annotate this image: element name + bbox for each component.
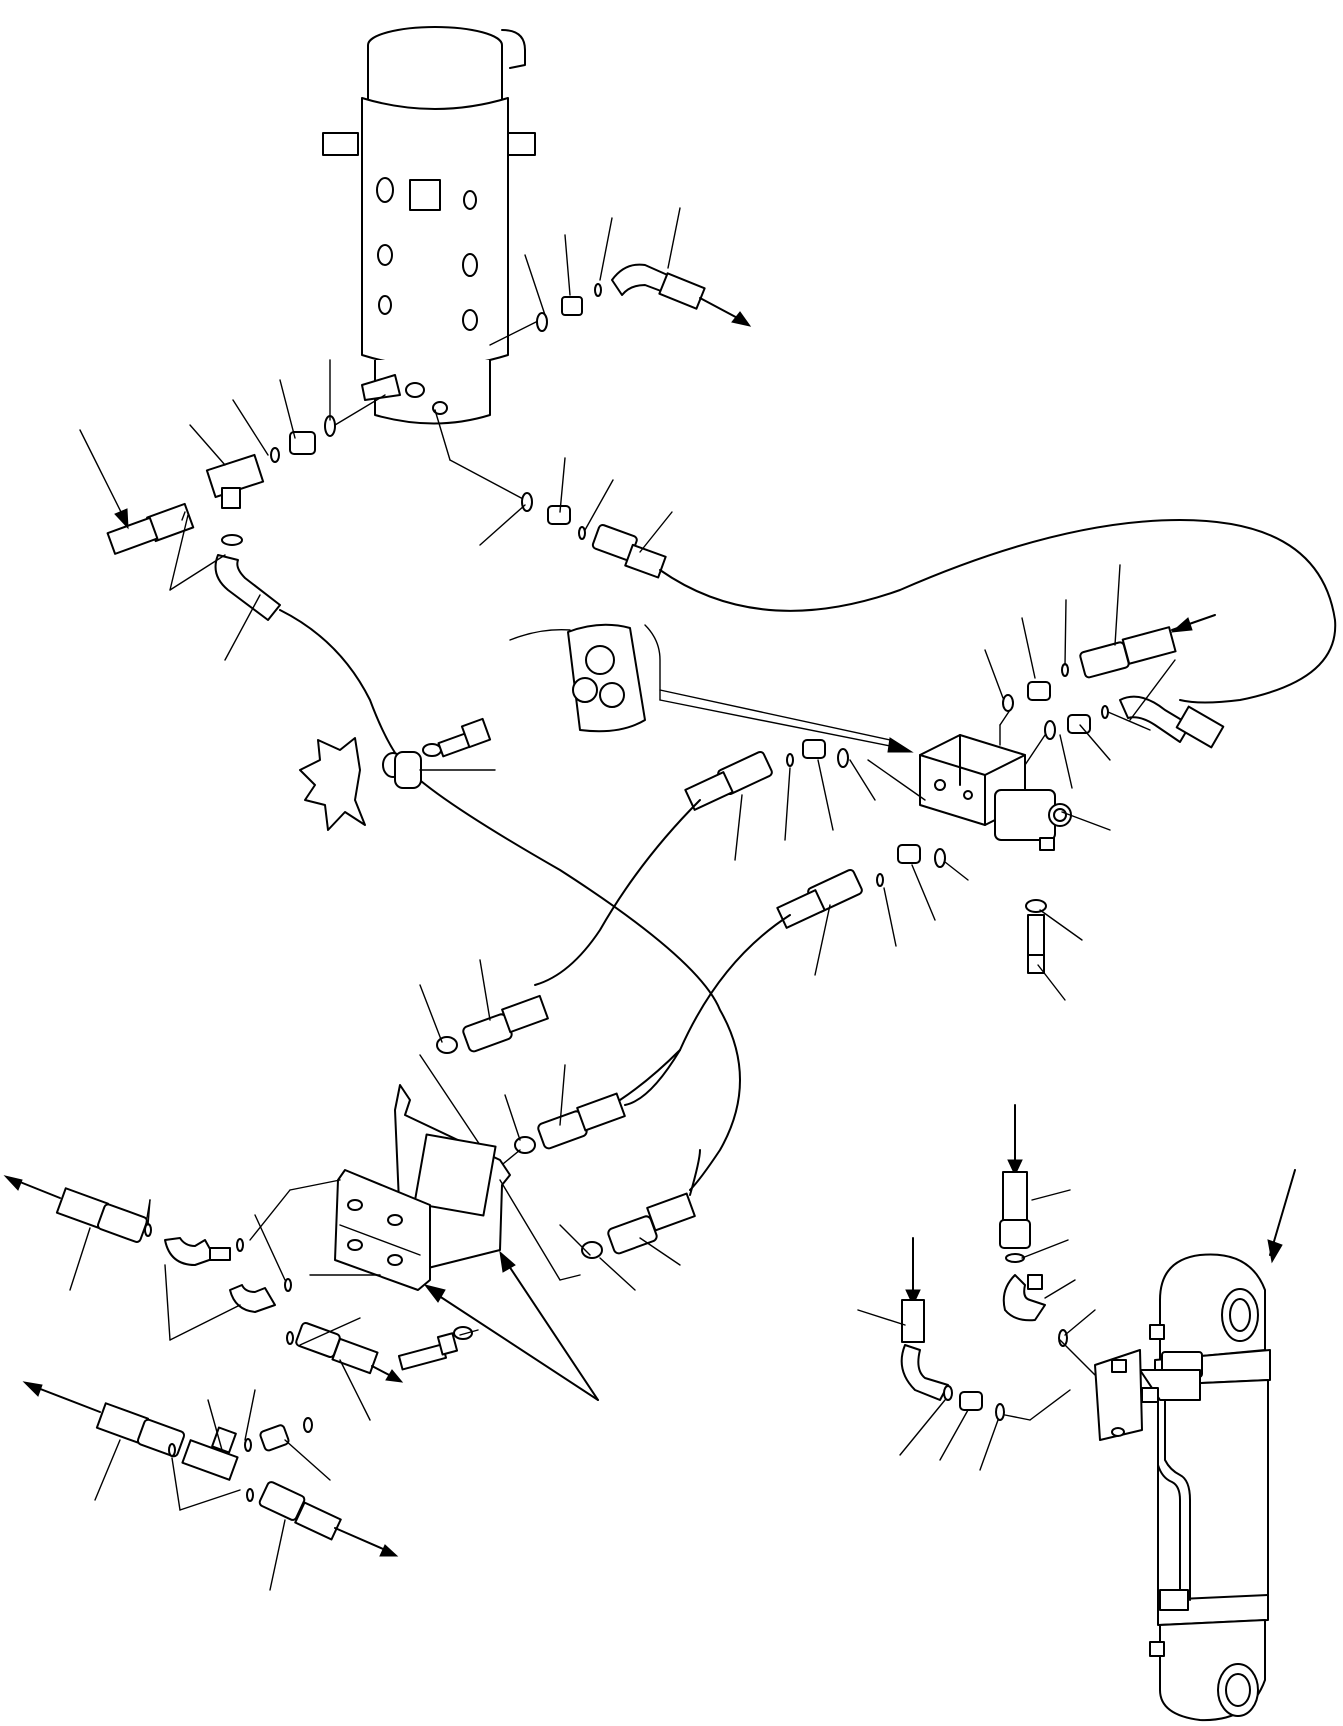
valve-left-fittings [534,739,969,1106]
solenoid-valve [919,734,1072,974]
pointer-arrows [423,1250,599,1401]
swivel-joint [322,26,536,425]
hose-line [279,609,741,1191]
plate-bolt [397,1326,479,1371]
hydraulic-cylinder [1094,1169,1296,1722]
upper-right-hose-assembly [489,207,752,346]
upper-left-tee-assembly [79,359,386,661]
bulkhead-plate [289,1084,581,1291]
lower-left-connections [3,1175,404,1591]
hose-clamp [299,717,496,831]
cylinder-fittings [857,1104,1096,1471]
lower-middle-hoses [419,959,701,1291]
detail-inset [509,623,914,753]
middle-hose-assembly [434,409,1337,704]
valve-right-fittings [984,564,1225,1001]
